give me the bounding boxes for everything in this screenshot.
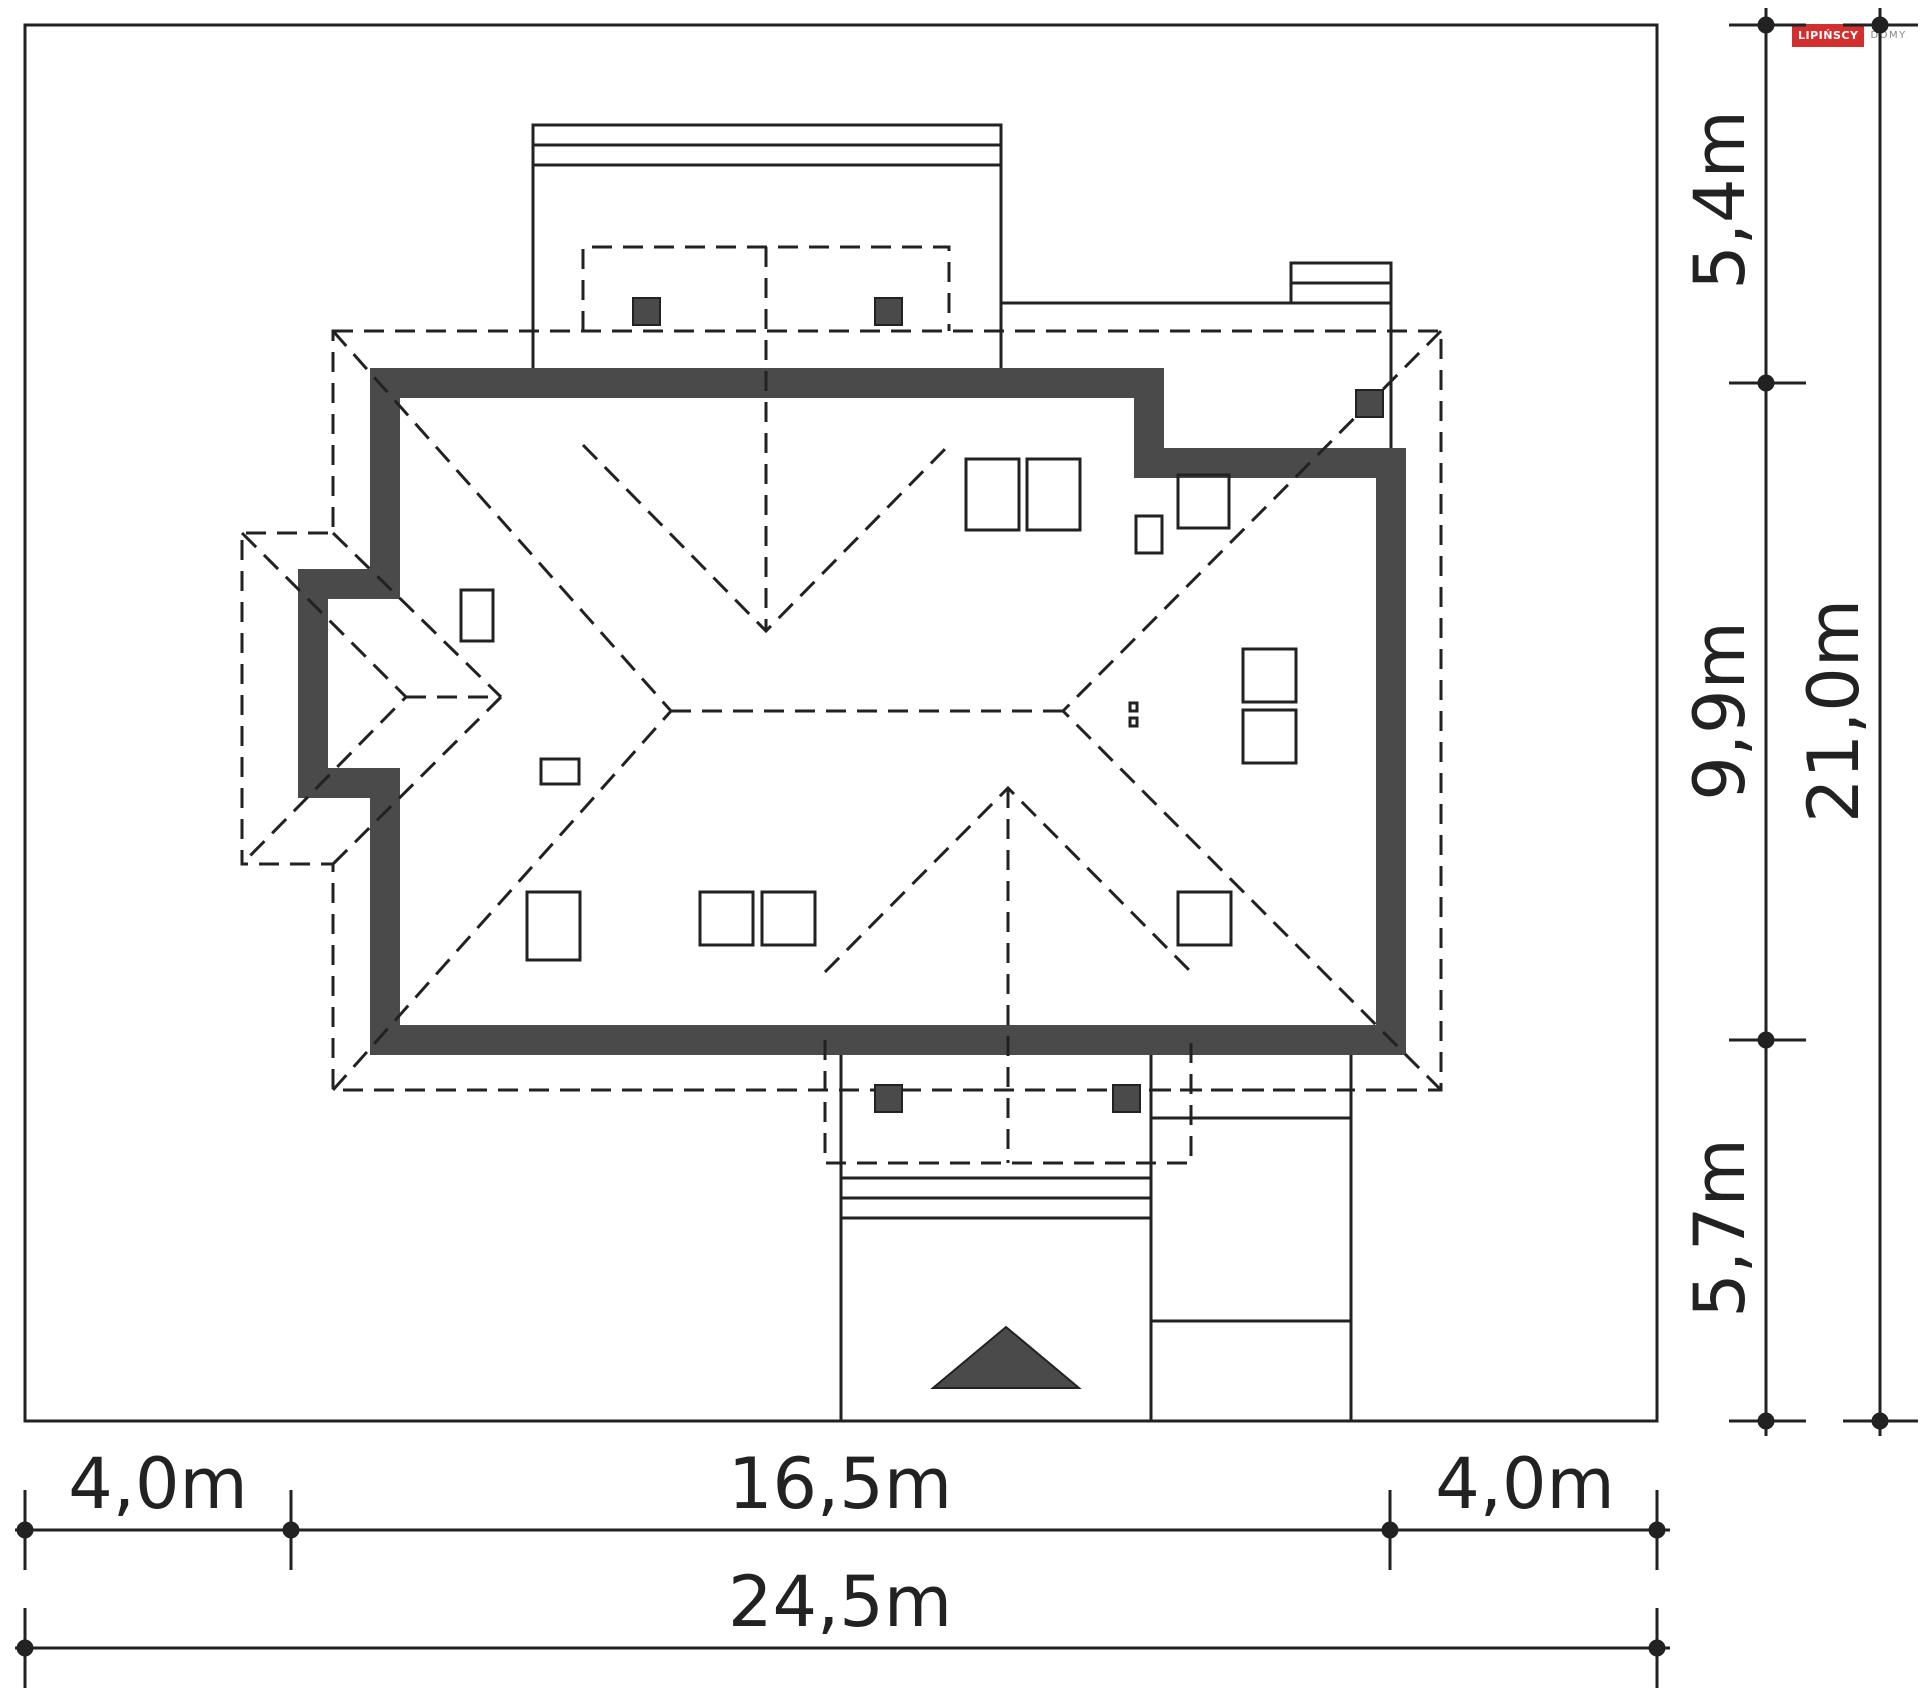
dim-plot-left: 4,0m bbox=[68, 1443, 248, 1525]
dim-house-depth: 9,9m bbox=[1679, 621, 1761, 801]
chimney-icon bbox=[874, 297, 903, 326]
roof-window-icon bbox=[539, 757, 581, 786]
roof-window-icon bbox=[1025, 457, 1082, 532]
dim-plot-total-depth: 21,0m bbox=[1793, 599, 1875, 823]
vent-icon bbox=[1128, 716, 1139, 728]
vent-icon bbox=[1128, 701, 1139, 713]
dim-plot-top: 5,4m bbox=[1679, 110, 1761, 290]
house-outline-wall bbox=[298, 368, 1406, 1055]
chimney-icon bbox=[1112, 1084, 1141, 1113]
chimneys bbox=[632, 297, 1384, 1113]
dim-plot-right: 4,0m bbox=[1435, 1443, 1615, 1525]
dimension-lines bbox=[15, 8, 1918, 1688]
roof-window-icon bbox=[459, 588, 495, 643]
chimney-icon bbox=[1355, 389, 1384, 418]
brand-primary: LIPIŃSCY bbox=[1792, 23, 1865, 47]
chimney-icon bbox=[632, 297, 661, 326]
brand-secondary: DOMY bbox=[1870, 29, 1907, 41]
roof-windows bbox=[459, 457, 1298, 962]
brand-logo: LIPIŃSCY DOMY bbox=[1792, 20, 1907, 50]
dim-house-width: 16,5m bbox=[728, 1443, 952, 1525]
roof-window-icon bbox=[1241, 708, 1298, 765]
rear-annex bbox=[1001, 261, 1393, 463]
chimney-icon bbox=[874, 1084, 903, 1113]
dim-plot-total-width: 24,5m bbox=[728, 1561, 952, 1643]
dim-plot-bottom: 5,7m bbox=[1679, 1138, 1761, 1318]
roof-window-icon bbox=[698, 890, 755, 947]
roof-window-icon bbox=[1176, 890, 1233, 947]
roof-window-icon bbox=[525, 890, 582, 962]
entrance-arrow-icon bbox=[930, 1325, 1082, 1389]
roof-window-icon bbox=[1241, 647, 1298, 704]
driveway bbox=[839, 1040, 1353, 1421]
roof-window-icon bbox=[1176, 473, 1231, 530]
roof-ridges bbox=[240, 247, 1443, 1163]
roof-window-icon bbox=[964, 457, 1021, 532]
roof-window-icon bbox=[760, 890, 817, 947]
roof-window-icon bbox=[1134, 514, 1164, 555]
